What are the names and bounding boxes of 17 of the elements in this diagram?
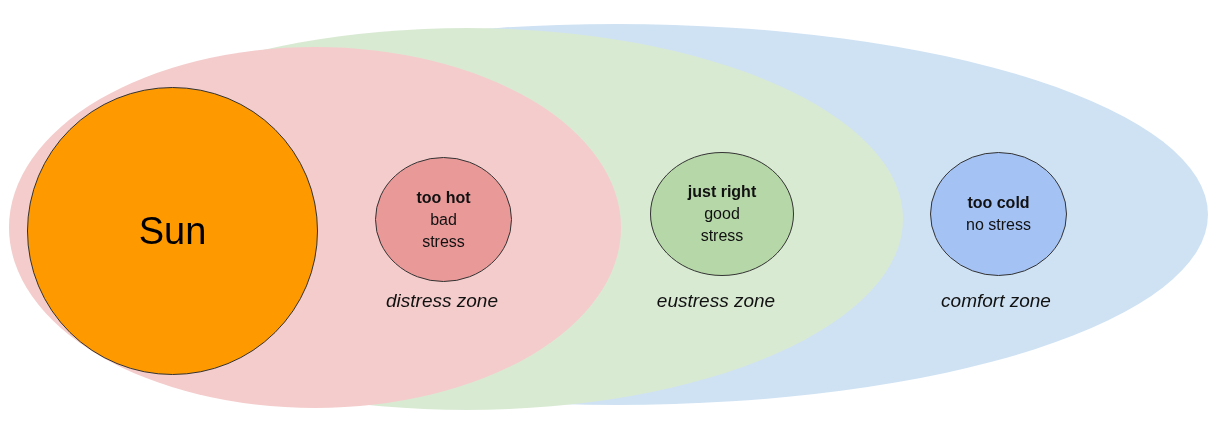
sun-circle	[27, 87, 318, 375]
circle-heading: just right	[687, 182, 757, 202]
stress-circle	[650, 152, 794, 276]
circle-text: no stress	[965, 215, 1032, 235]
zone-label: eustress zone	[656, 290, 776, 312]
stress-circle	[930, 152, 1067, 276]
circle-text: bad stress	[421, 209, 466, 252]
circle-heading: too cold	[967, 193, 1030, 213]
circle-text: good stress	[699, 204, 745, 246]
zone-label: distress zone	[386, 290, 498, 312]
zone-ellipse	[9, 24, 1208, 410]
sun-label: Sun	[138, 209, 207, 253]
zone-ellipse	[9, 28, 903, 410]
stress-circle	[375, 157, 512, 282]
circle-heading: too hot	[416, 187, 471, 208]
zone-ellipse	[9, 47, 621, 408]
zone-label: comfort zone	[941, 290, 1051, 312]
